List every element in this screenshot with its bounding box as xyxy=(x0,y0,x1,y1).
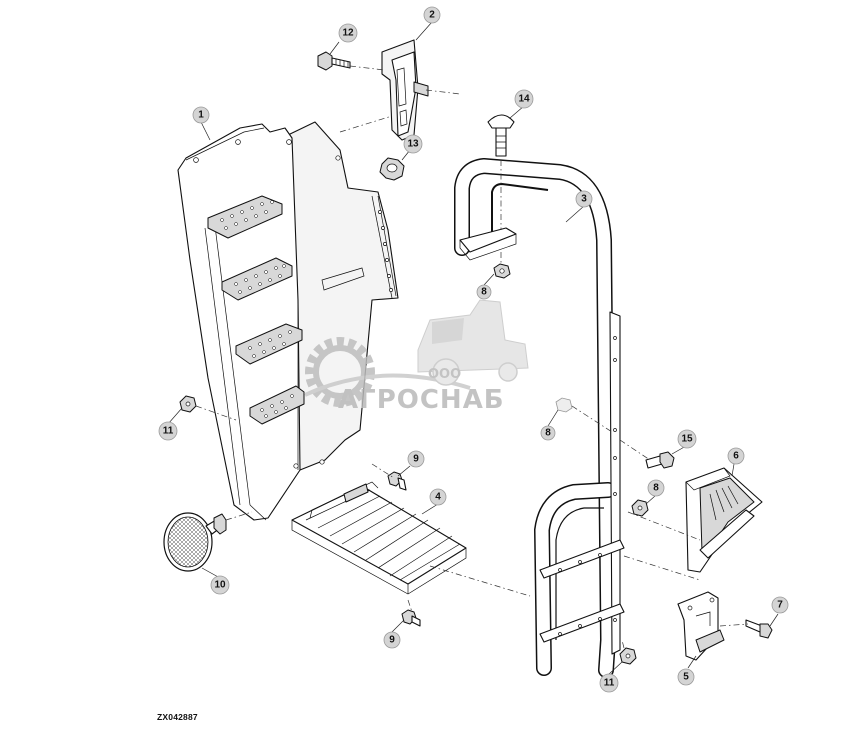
bolt-15 xyxy=(645,451,675,469)
lamp-housing xyxy=(685,467,763,573)
svg-text:3: 3 xyxy=(581,194,587,205)
assembly-lines xyxy=(195,65,749,649)
callout-8-middle: 8 xyxy=(540,425,556,441)
hinge-bracket xyxy=(677,591,725,661)
svg-text:1: 1 xyxy=(198,110,204,121)
callout-7: 7 xyxy=(771,596,789,614)
svg-text:12: 12 xyxy=(342,28,354,39)
callout-1: 1 xyxy=(192,106,210,124)
nut-8-upper xyxy=(493,263,511,279)
callout-13: 13 xyxy=(403,134,423,154)
svg-text:8: 8 xyxy=(545,428,551,439)
svg-text:9: 9 xyxy=(389,635,395,646)
callout-14: 14 xyxy=(514,89,534,109)
nut-11-right xyxy=(619,647,637,665)
mounting-bracket xyxy=(381,39,429,141)
svg-text:2: 2 xyxy=(429,10,435,21)
callout-9-lower: 9 xyxy=(383,631,401,649)
grated-step xyxy=(291,481,467,595)
company-watermark: ООО АГРОСНАБ xyxy=(304,299,529,415)
svg-text:4: 4 xyxy=(435,492,441,503)
ladder-treads xyxy=(207,195,305,425)
svg-text:11: 11 xyxy=(163,426,174,437)
carriage-bolt-14 xyxy=(487,114,515,157)
watermark-prefix: ООО xyxy=(428,367,461,382)
callout-8-upper: 8 xyxy=(476,284,492,300)
harvester-silhouette xyxy=(417,299,529,386)
callout-8-right: 8 xyxy=(647,479,665,497)
svg-text:8: 8 xyxy=(481,287,487,298)
svg-text:10: 10 xyxy=(214,580,226,591)
callout-15: 15 xyxy=(677,429,697,449)
step-ladder-frame xyxy=(177,121,399,521)
callout-11-right: 11 xyxy=(599,673,619,693)
svg-text:5: 5 xyxy=(683,672,689,683)
bolt-12 xyxy=(317,51,351,71)
nut-11-left xyxy=(179,395,197,413)
svg-text:15: 15 xyxy=(681,434,693,445)
callout-12: 12 xyxy=(338,23,358,43)
callout-10: 10 xyxy=(210,575,230,595)
svg-text:13: 13 xyxy=(407,139,419,150)
svg-text:9: 9 xyxy=(413,454,419,465)
nut-8-right xyxy=(631,499,649,517)
callout-5: 5 xyxy=(677,668,695,686)
callout-11-left: 11 xyxy=(158,421,178,441)
svg-text:7: 7 xyxy=(777,600,783,611)
reflector xyxy=(163,512,227,572)
drawing-code: ZX042887 xyxy=(157,712,198,722)
callout-4: 4 xyxy=(429,488,447,506)
nut-13 xyxy=(379,157,405,181)
handrail-assembly xyxy=(454,158,625,678)
callout-6: 6 xyxy=(727,447,745,465)
callout-2: 2 xyxy=(423,6,441,24)
svg-text:6: 6 xyxy=(733,451,739,462)
svg-text:8: 8 xyxy=(653,483,659,494)
callout-9-upper: 9 xyxy=(407,450,425,468)
svg-text:14: 14 xyxy=(518,94,530,105)
nut-8-middle xyxy=(555,397,573,413)
bolt-9-upper xyxy=(387,471,407,491)
callout-3: 3 xyxy=(575,190,593,208)
svg-text:11: 11 xyxy=(604,678,615,689)
bolt-7 xyxy=(745,619,773,639)
watermark-company-name: АГРОСНАБ xyxy=(338,385,505,415)
bolt-9-lower xyxy=(401,609,421,627)
